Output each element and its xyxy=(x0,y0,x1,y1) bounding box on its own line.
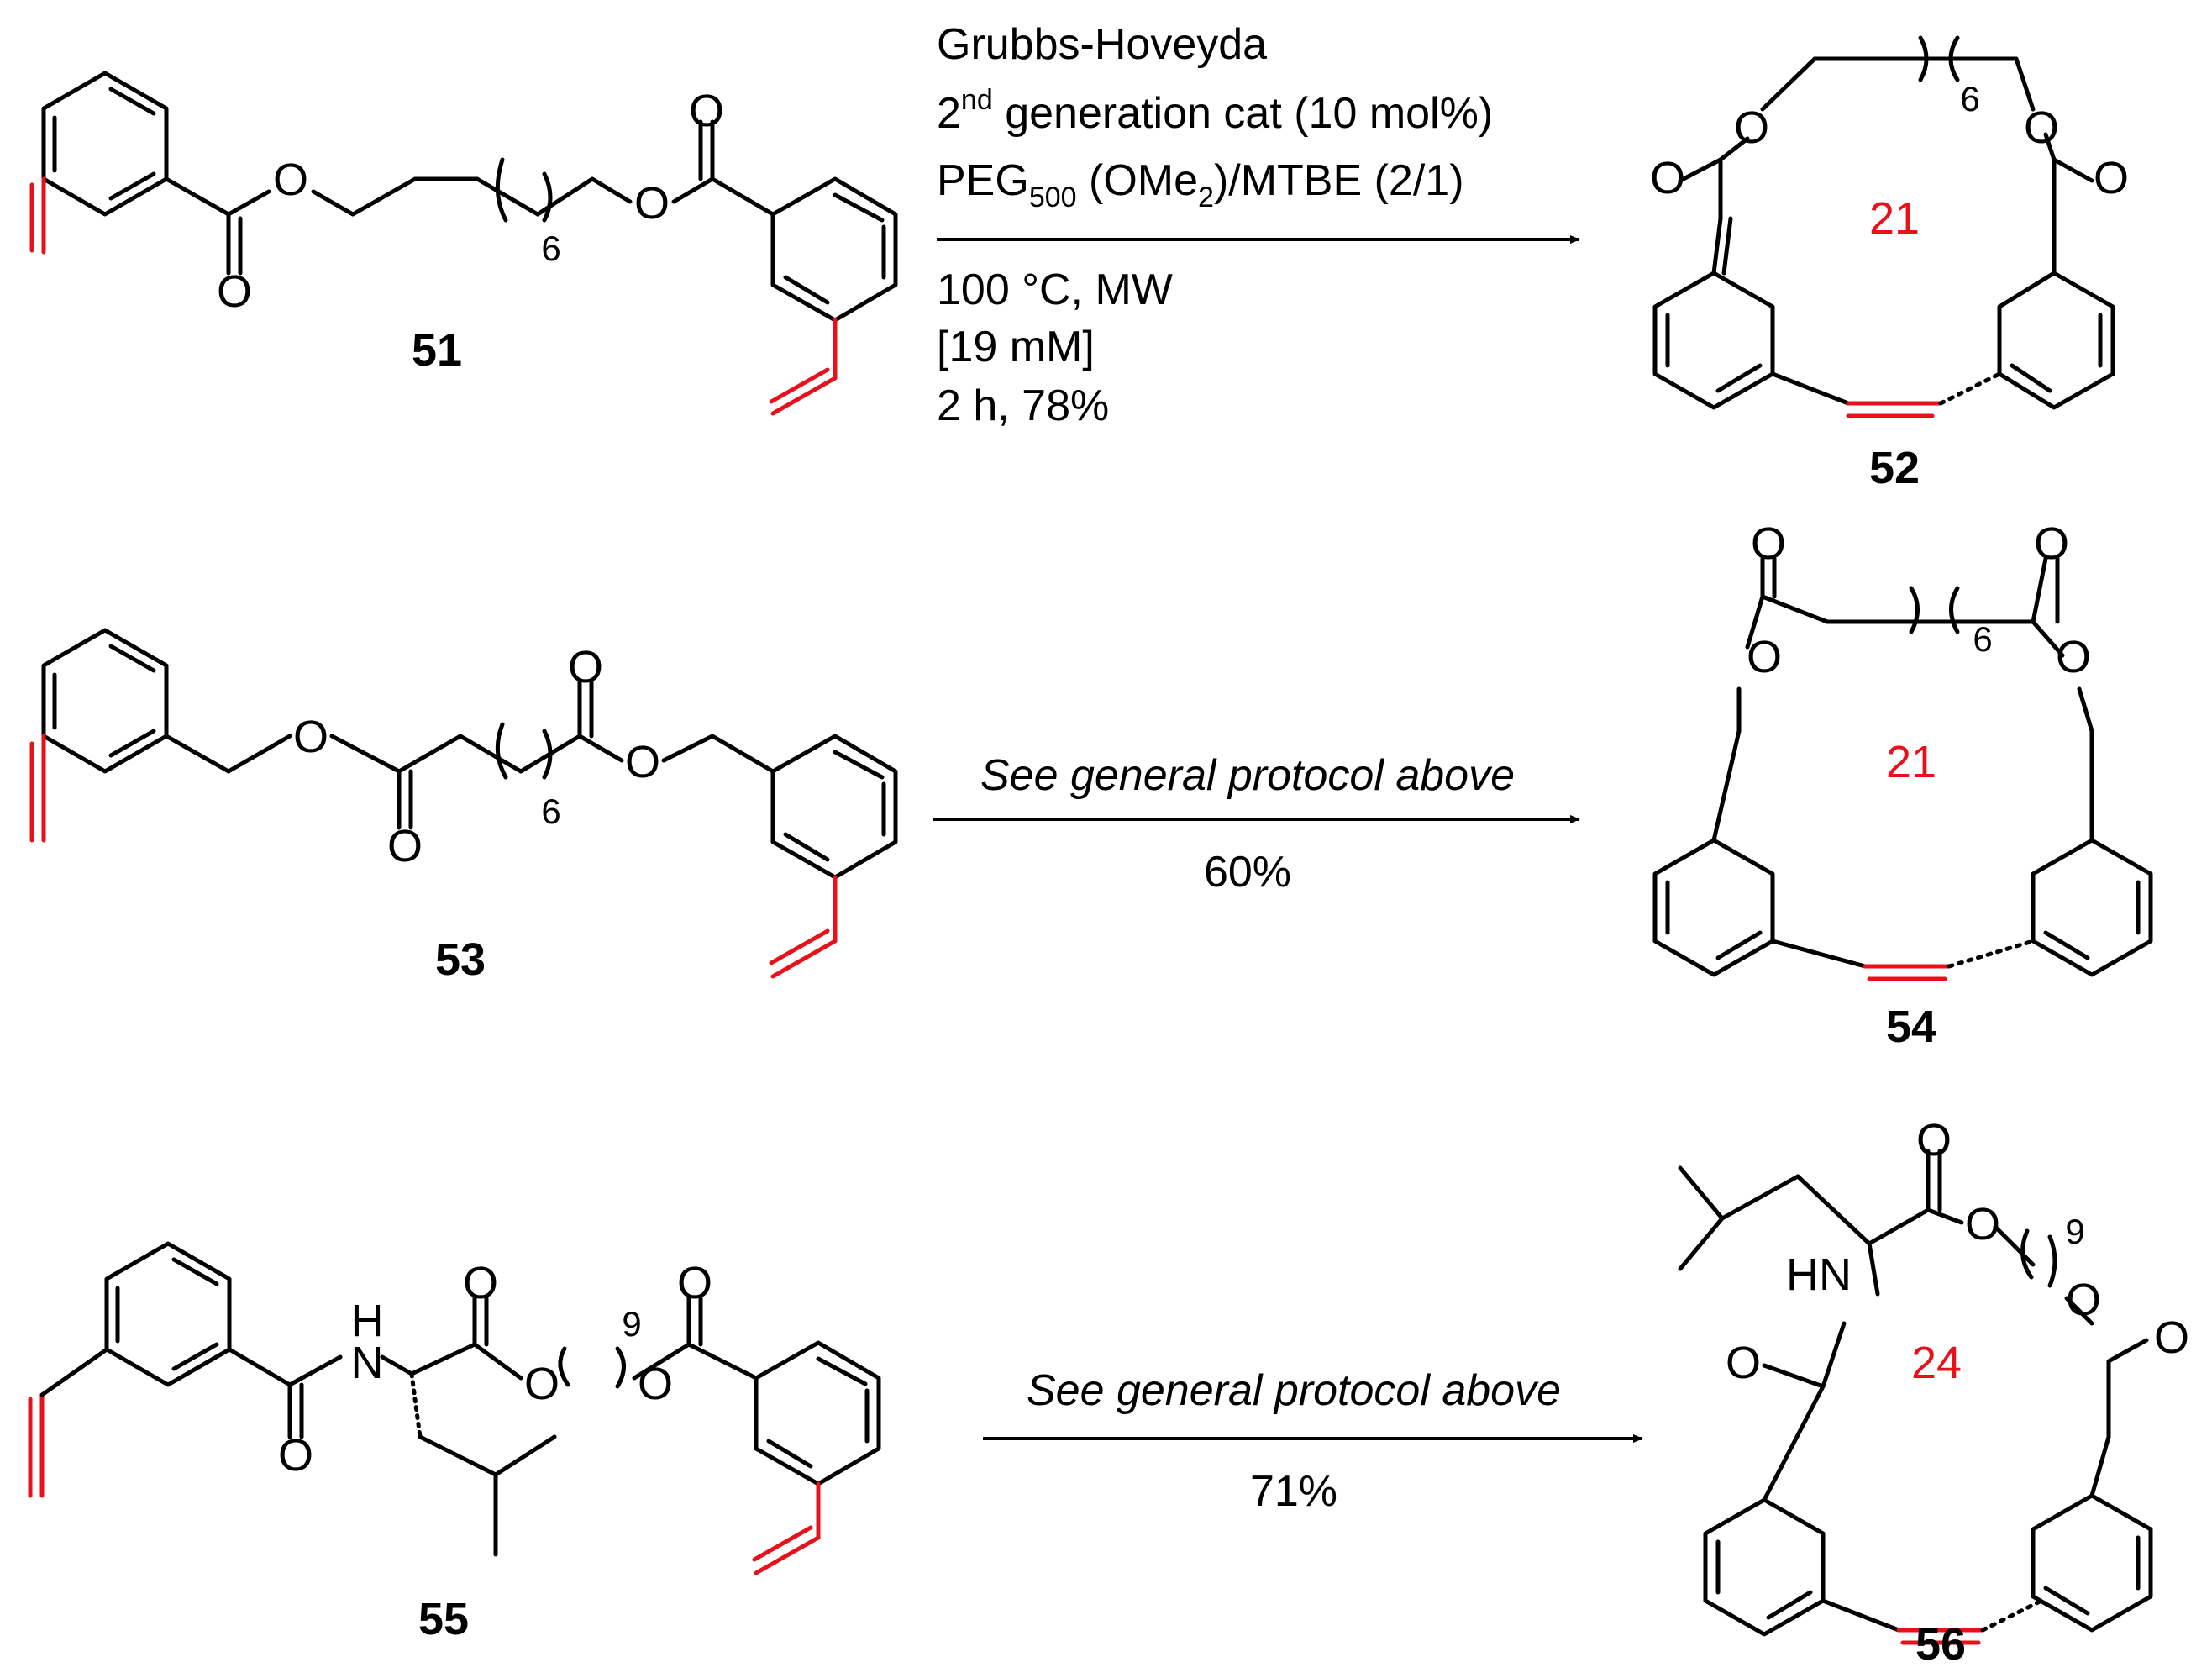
atom-o: O xyxy=(524,1359,560,1409)
compound-53-structure: O O O O 6 xyxy=(29,628,898,979)
atom-o: O xyxy=(2154,1312,2189,1363)
atom-o: O xyxy=(625,737,660,787)
repeat-index: 6 xyxy=(541,792,560,831)
compound-label-56: 56 xyxy=(1915,1619,1966,1670)
temperature-condition: 100 °C, MW xyxy=(937,266,1173,314)
compound-label-55: 55 xyxy=(418,1594,469,1644)
atom-o: O xyxy=(387,821,423,871)
repeat-index: 9 xyxy=(2065,1212,2084,1251)
atom-o: O xyxy=(1726,1338,1761,1388)
vinyl-group-left xyxy=(29,176,46,255)
atom-o: O xyxy=(2034,518,2069,569)
vinyl-group-right xyxy=(769,318,838,416)
atom-o: O xyxy=(273,155,308,205)
protocol-reference: See general protocol above xyxy=(980,751,1515,800)
compound-54-structure: O O O O 6 21 xyxy=(1652,518,2153,981)
atom-o: O xyxy=(1747,632,1782,682)
reaction-1-conditions: Grubbs-Hoveyda 2nd generation cat (10 mo… xyxy=(937,20,1580,430)
protocol-reference: See general protocol above xyxy=(1027,1366,1561,1415)
compound-label-52: 52 xyxy=(1869,443,1920,493)
catalyst-name: Grubbs-Hoveyda xyxy=(937,20,1267,69)
ring-size-label: 21 xyxy=(1869,193,1920,244)
atom-o: O xyxy=(568,642,603,692)
atom-n: N xyxy=(351,1338,384,1388)
atom-o: O xyxy=(1734,103,1769,153)
atom-o: O xyxy=(1650,153,1685,203)
compound-52-structure: O O O O 6 21 xyxy=(1650,35,2129,418)
repeat-index: 6 xyxy=(1960,79,1979,118)
benzene-ring-left xyxy=(41,71,169,217)
solvent-system: PEG500 (OMe2)/MTBE (2/1) xyxy=(937,156,1464,213)
repeat-index: 9 xyxy=(622,1304,641,1344)
benzene-ring-right xyxy=(770,176,898,323)
atom-h: H xyxy=(351,1296,384,1346)
compound-label-53: 53 xyxy=(435,934,486,985)
atom-o: O xyxy=(278,1430,313,1481)
atom-o: O xyxy=(689,86,724,136)
catalyst-generation: 2nd generation cat (10 mol%) xyxy=(937,84,1493,138)
atom-o: O xyxy=(677,1258,712,1308)
reaction-yield: 71% xyxy=(1250,1467,1337,1516)
time-yield-condition: 2 h, 78% xyxy=(937,381,1109,430)
compound-51-structure: O O O O 6 xyxy=(29,71,898,416)
atom-o: O xyxy=(217,266,252,317)
atom-o: O xyxy=(293,712,328,762)
atom-o: O xyxy=(2094,153,2129,203)
atom-o: O xyxy=(634,178,670,229)
ester-linker-51 xyxy=(164,119,775,276)
concentration-condition: [19 mM] xyxy=(937,323,1095,371)
compound-55-structure: H N O O O O O 9 xyxy=(28,1241,881,1575)
atom-hn: HN xyxy=(1786,1249,1852,1300)
atom-o: O xyxy=(2056,632,2091,682)
atom-o: O xyxy=(1965,1199,2000,1249)
ring-size-label: 21 xyxy=(1886,737,1936,787)
repeat-index: 6 xyxy=(541,229,560,268)
atom-o: O xyxy=(2024,103,2059,153)
compound-label-51: 51 xyxy=(412,325,462,376)
atom-o: O xyxy=(1751,518,1786,569)
reaction-yield: 60% xyxy=(1204,848,1291,897)
compound-56-structure: O O O O HN O 9 24 xyxy=(1678,1115,2189,1645)
atom-o: O xyxy=(638,1359,673,1409)
compound-label-54: 54 xyxy=(1886,1002,1936,1052)
reaction-3-conditions: See general protocol above 71% xyxy=(983,1366,1643,1516)
atom-o: O xyxy=(1916,1115,1952,1165)
reaction-2-conditions: See general protocol above 60% xyxy=(933,751,1580,897)
atom-o: O xyxy=(463,1258,498,1308)
repeat-index: 6 xyxy=(1973,619,1992,659)
ring-size-label: 24 xyxy=(1911,1338,1962,1388)
atom-o: O xyxy=(2066,1275,2101,1325)
